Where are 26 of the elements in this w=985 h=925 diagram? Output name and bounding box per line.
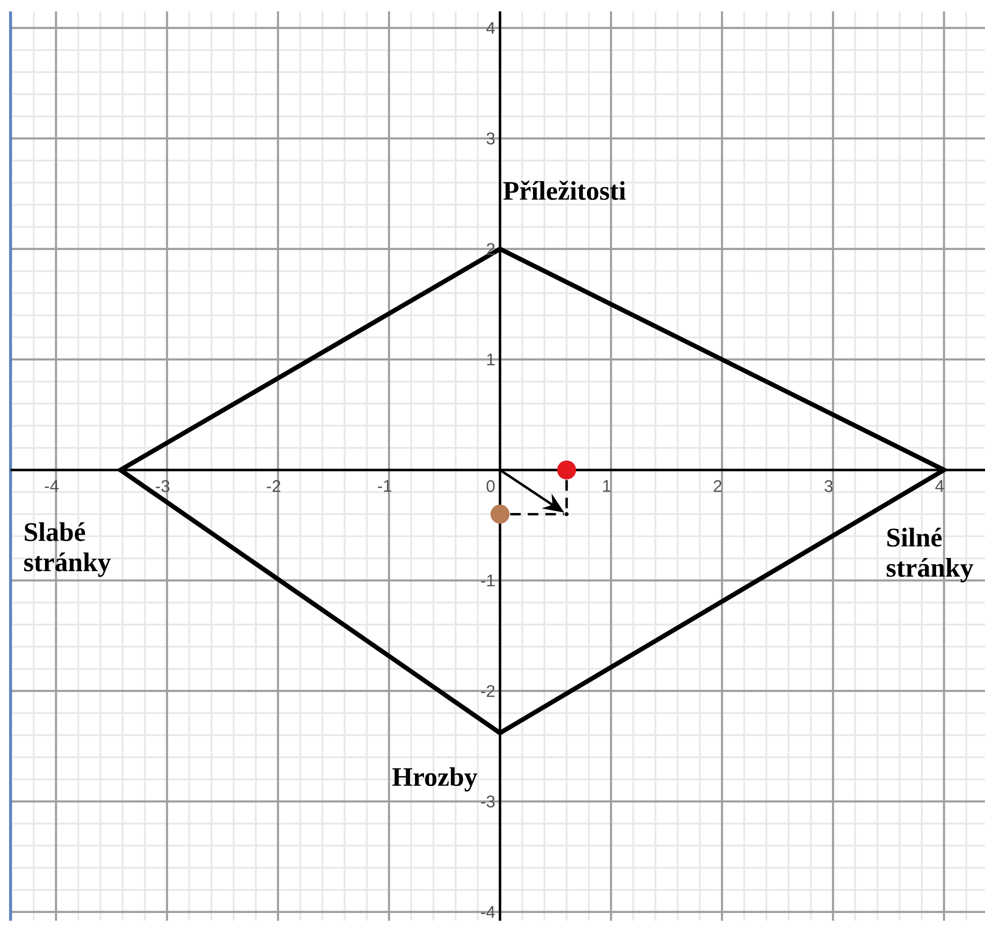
tick-label: 4 xyxy=(486,22,495,34)
tick-label: -2 xyxy=(481,685,494,697)
quadrant-label: Slabé stránky xyxy=(24,522,111,577)
tick-label: 3 xyxy=(824,480,833,492)
quadrant-label: Příležitosti xyxy=(503,180,626,200)
quadrant-label: Silné stránky xyxy=(886,528,974,582)
data-point xyxy=(557,460,576,480)
tick-label: -3 xyxy=(481,796,495,808)
tick-label: 1 xyxy=(487,354,494,366)
tick-label: -2 xyxy=(266,480,280,492)
tick-label: -4 xyxy=(44,480,59,492)
tick-label: -1 xyxy=(481,574,494,586)
tick-label: -4 xyxy=(481,906,495,918)
tick-label: 3 xyxy=(486,132,495,144)
tick-label: 1 xyxy=(603,480,610,492)
data-point xyxy=(490,504,510,524)
guide-line xyxy=(510,512,564,516)
guide-line xyxy=(565,480,568,512)
tick-label: -1 xyxy=(378,480,392,492)
tick-label: 4 xyxy=(935,480,944,492)
quadrant-label: Hrozby xyxy=(392,767,478,792)
tick-label: 2 xyxy=(714,480,722,492)
junction-point xyxy=(564,512,569,516)
tick-label: 2 xyxy=(486,243,494,255)
tick-label: 0 xyxy=(486,480,495,492)
tick-label: -3 xyxy=(156,480,170,492)
